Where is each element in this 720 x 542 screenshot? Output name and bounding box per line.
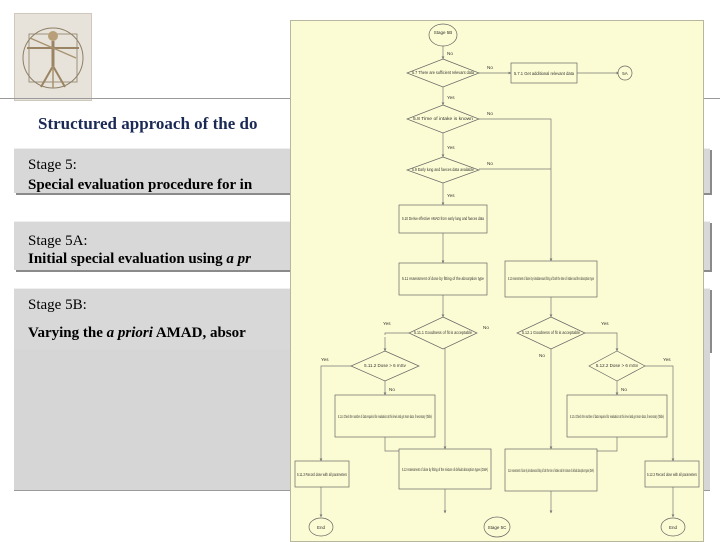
flow-node-5-7-1: 5.7.1 Get additional relevant data — [510, 62, 578, 84]
edge-label-no: No — [447, 51, 453, 56]
flow-text-5-12-1: 5.12.1 Goodness of fit is acceptable — [522, 330, 580, 335]
flow-text-5-11-3: 5.11.3 Record dose with all parameters — [297, 472, 347, 477]
flow-text-5-14: 5.14 Assessment of dose by simultaneous … — [508, 468, 594, 473]
flow-node-5-11-4: 5.11.4 Check the number of data required… — [334, 394, 436, 438]
flow-text-5-11: 5.11 Assessment of dose by fitting of th… — [402, 276, 484, 281]
stage-5a-text: Initial special evaluation using — [28, 251, 227, 267]
stage-5-description: Special evaluation procedure for in — [28, 177, 253, 193]
slide-title: Structured approach of the do — [38, 114, 258, 133]
flow-node-5a: 5A — [617, 65, 633, 81]
flow-text-stage-5b: Stage 5B — [434, 30, 453, 35]
flow-node-5-11: 5.11 Assessment of dose by fitting of th… — [398, 262, 488, 296]
flow-node-5-14: 5.14 Assessment of dose by simultaneous … — [504, 448, 598, 492]
flow-connectors — [319, 46, 675, 518]
flow-node-5-11-1: 5.11.1 Goodness of fit is acceptable — [408, 316, 478, 350]
flow-node-5-12-2: 5.12.2 Dose > 6 mSv — [588, 350, 646, 382]
flow-text-5-12-4: 5.12.4 Check the number of data required… — [570, 414, 664, 419]
flow-node-5-12: 5.12 Assessment of dose by simultaneous … — [504, 260, 598, 298]
flow-text-end-left: End — [317, 525, 326, 530]
edge-label-no: No — [487, 161, 493, 166]
flow-text-5-9: 5.9 Early lung and faeces data available — [412, 167, 474, 172]
stage-5b-description: Varying the a priori AMAD, absor — [28, 325, 246, 342]
flow-node-5-7: 5.7 There are sufficient relevant data — [406, 58, 480, 88]
edge-label-yes: Yes — [447, 193, 455, 198]
edge-label-no: No — [487, 111, 493, 116]
flow-node-5-12-3: 5.12.3 Record dose with all parameters — [644, 460, 700, 488]
flow-text-5-12-2: 5.12.2 Dose > 6 mSv — [596, 363, 639, 368]
stage-5b-text: Varying the — [28, 325, 107, 341]
flow-text-5-12-3: 5.12.3 Record dose with all parameters — [647, 472, 697, 477]
flow-node-5-10: 5.10 Derive effective AMAD from early lu… — [398, 204, 488, 234]
flow-text-5a: 5A — [622, 71, 628, 76]
edge-label-yes: Yes — [447, 95, 455, 100]
flow-text-5-10: 5.10 Derive effective AMAD from early lu… — [402, 216, 484, 221]
flow-text-5-11-4: 5.11.4 Check the number of data required… — [338, 414, 432, 419]
flow-node-5-12-4: 5.12.4 Check the number of data required… — [566, 394, 668, 438]
flow-text-5-12: 5.12 Assessment of dose by simultaneous … — [508, 276, 594, 281]
vitruvian-logo — [14, 13, 92, 101]
stage-5a-description: Initial special evaluation using a pr — [28, 251, 251, 268]
flow-node-stage-5b: Stage 5B — [428, 23, 458, 47]
edge-label-no: No — [539, 353, 545, 358]
edge-label-yes: Yes — [383, 321, 391, 326]
flow-node-stage-5c: Stage 5C — [483, 516, 511, 538]
flow-edge-labels: No No Yes No Yes No Yes Yes No No Yes Ye… — [321, 51, 671, 392]
flowchart-image: Stage 5B 5.7 There are sufficient releva… — [290, 20, 704, 542]
stage-5b-italic: a priori — [106, 325, 153, 341]
flow-node-5-9: 5.9 Early lung and faeces data available — [405, 156, 481, 184]
flow-node-5-11-3: 5.11.3 Record dose with all parameters — [294, 460, 350, 488]
flow-text-5-7: 5.7 There are sufficient relevant data — [412, 70, 474, 75]
flow-node-5-13: 5.13 Assessment of dose by fitting of th… — [398, 448, 492, 490]
flow-node-5-11-2: 5.11.2 Dose > 6 mSv — [350, 350, 420, 382]
edge-label-no: No — [389, 387, 395, 392]
edge-label-yes: Yes — [601, 321, 609, 326]
flow-node-5-8: 5.8 Time of intake is known — [406, 104, 480, 134]
edge-label-no: No — [487, 65, 493, 70]
flow-text-5-11-1: 5.11.1 Goodness of fit is acceptable — [414, 330, 472, 335]
flow-text-5-7-1: 5.7.1 Get additional relevant data — [514, 71, 574, 76]
flow-text-stage-5c: Stage 5C — [488, 525, 508, 530]
stage-5a-heading: Stage 5A: — [28, 233, 88, 249]
stage-5b-heading: Stage 5B: — [28, 297, 87, 313]
edge-label-no: No — [621, 387, 627, 392]
stage-5-heading: Stage 5: — [28, 157, 77, 173]
flow-text-5-8: 5.8 Time of intake is known — [413, 116, 474, 121]
flow-text-end-right: End — [669, 525, 678, 530]
edge-label-no: No — [483, 325, 489, 330]
flow-node-5-12-1: 5.12.1 Goodness of fit is acceptable — [516, 316, 586, 350]
flow-node-end-left: End — [308, 517, 334, 537]
edge-label-yes: Yes — [447, 145, 455, 150]
flow-text-5-13: 5.13 Assessment of dose by fitting of th… — [402, 467, 488, 472]
stage-5b-tail: AMAD, absor — [152, 325, 246, 341]
flow-text-5-11-2: 5.11.2 Dose > 6 mSv — [364, 363, 407, 368]
edge-label-yes: Yes — [663, 357, 671, 362]
edge-label-yes: Yes — [321, 357, 329, 362]
flow-node-end-right: End — [660, 517, 686, 537]
stage-5a-italic: a pr — [226, 251, 251, 267]
